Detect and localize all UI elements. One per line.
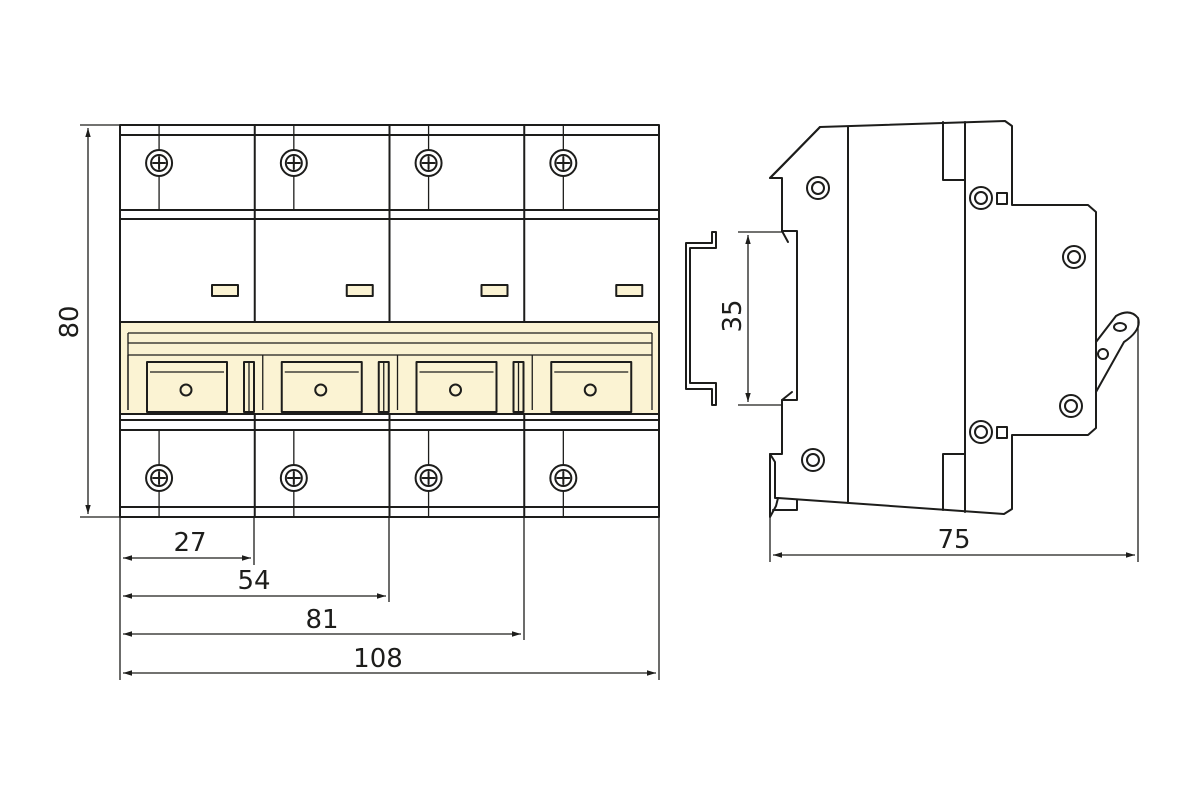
side-screws: [801, 176, 1086, 472]
handle-hole-icon: [179, 383, 193, 397]
dimension-lines: 80 35 75 27 54 81 108: [55, 124, 1139, 680]
pole-handle: [550, 361, 633, 413]
din-rail-profile: [685, 231, 717, 406]
indicator-window: [480, 284, 509, 297]
handle-hole-icon: [583, 383, 597, 397]
dim-height-label: 80: [55, 305, 85, 338]
dim-depth-label: 75: [937, 525, 970, 555]
front-view: [119, 124, 660, 518]
side-view: [769, 120, 1140, 518]
pole-handle: [280, 361, 363, 413]
dim-pole4-label: 108: [353, 644, 403, 674]
indicator-window: [211, 284, 239, 297]
pole-handle: [415, 361, 498, 413]
handle-hole-icon: [314, 383, 328, 397]
dim-rail-label: 35: [718, 299, 748, 332]
handle-hole-icon: [449, 383, 462, 397]
dim-pole1-label: 27: [173, 528, 206, 558]
indicator-window: [615, 284, 644, 297]
indicator-window: [345, 284, 374, 297]
toggle-lever: [1095, 311, 1140, 393]
pole-handle: [146, 361, 228, 413]
dim-pole2-label: 54: [237, 566, 270, 596]
dim-pole3-label: 81: [305, 605, 338, 635]
